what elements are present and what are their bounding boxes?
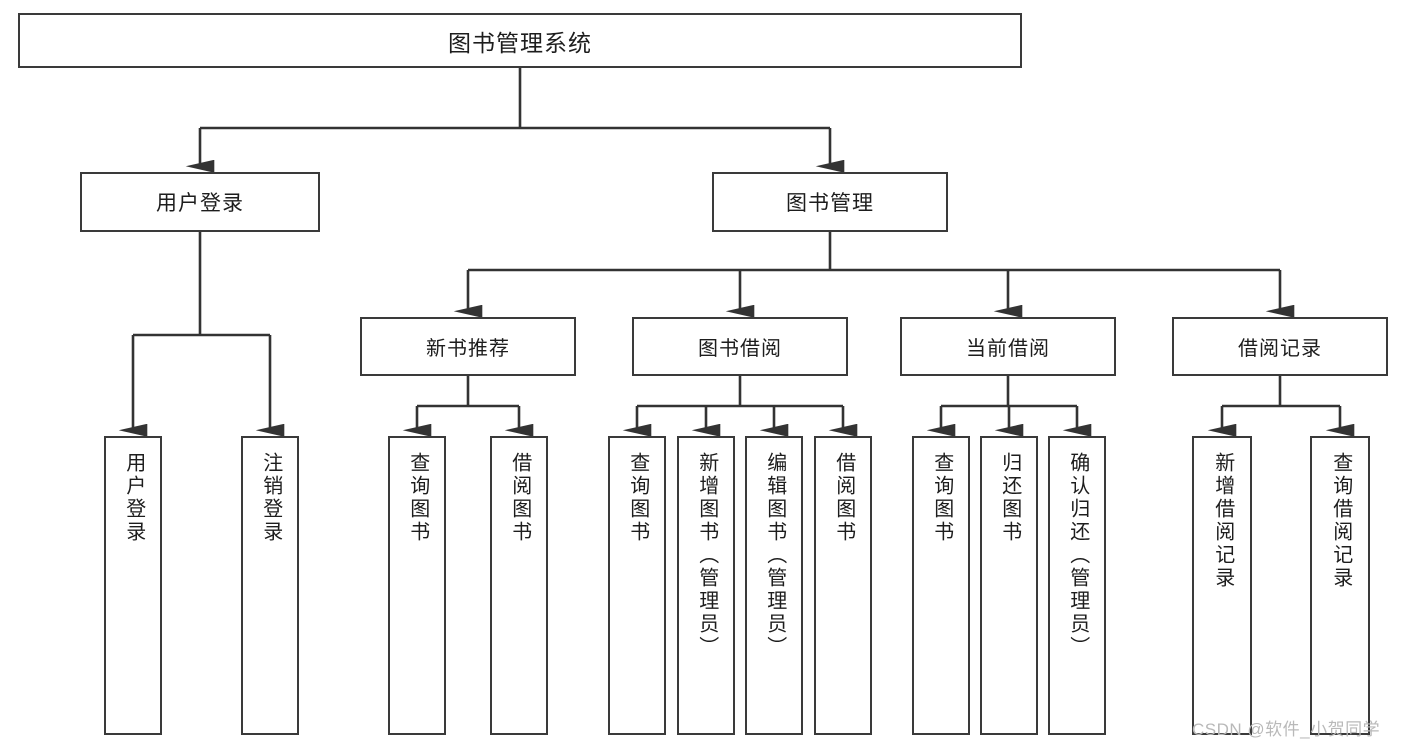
csdn-watermark: CSDN @软件_小贺同学 bbox=[1192, 720, 1381, 739]
leaf-label: 借阅图书 bbox=[832, 452, 855, 544]
leaf-label: 编辑图书（管理员） bbox=[763, 452, 786, 659]
node-root-system[interactable]: 图书管理系统 bbox=[18, 13, 1022, 68]
node-leaf-edit-book[interactable]: 编辑图书（管理员） bbox=[745, 436, 803, 735]
node-leaf-add-record[interactable]: 新增借阅记录 bbox=[1192, 436, 1252, 735]
node-leaf-query-book-3[interactable]: 查询图书 bbox=[912, 436, 970, 735]
node-leaf-return-book[interactable]: 归还图书 bbox=[980, 436, 1038, 735]
node-current-borrow[interactable]: 当前借阅 bbox=[900, 317, 1116, 376]
node-book-management[interactable]: 图书管理 bbox=[712, 172, 948, 232]
leaf-label: 注销登录 bbox=[259, 452, 282, 544]
leaf-label: 归还图书 bbox=[998, 452, 1021, 544]
leaf-label: 确认归还（管理员） bbox=[1066, 452, 1089, 659]
leaf-label: 新增图书（管理员） bbox=[695, 452, 718, 659]
node-leaf-logout-login[interactable]: 注销登录 bbox=[241, 436, 299, 735]
node-new-book-recommend[interactable]: 新书推荐 bbox=[360, 317, 576, 376]
node-leaf-borrow-book-1[interactable]: 借阅图书 bbox=[490, 436, 548, 735]
leaf-label: 借阅图书 bbox=[508, 452, 531, 544]
node-leaf-query-record[interactable]: 查询借阅记录 bbox=[1310, 436, 1370, 735]
node-leaf-confirm-return[interactable]: 确认归还（管理员） bbox=[1048, 436, 1106, 735]
node-user-login[interactable]: 用户登录 bbox=[80, 172, 320, 232]
node-leaf-add-book[interactable]: 新增图书（管理员） bbox=[677, 436, 735, 735]
leaf-label: 新增借阅记录 bbox=[1211, 452, 1234, 590]
leaf-label: 用户登录 bbox=[122, 452, 145, 544]
node-borrow-record[interactable]: 借阅记录 bbox=[1172, 317, 1388, 376]
leaf-label: 查询图书 bbox=[406, 452, 429, 544]
node-leaf-borrow-book-2[interactable]: 借阅图书 bbox=[814, 436, 872, 735]
node-book-borrow[interactable]: 图书借阅 bbox=[632, 317, 848, 376]
node-leaf-user-login[interactable]: 用户登录 bbox=[104, 436, 162, 735]
node-leaf-query-book-2[interactable]: 查询图书 bbox=[608, 436, 666, 735]
leaf-label: 查询借阅记录 bbox=[1329, 452, 1352, 590]
node-leaf-query-book-1[interactable]: 查询图书 bbox=[388, 436, 446, 735]
leaf-label: 查询图书 bbox=[930, 452, 953, 544]
leaf-label: 查询图书 bbox=[626, 452, 649, 544]
